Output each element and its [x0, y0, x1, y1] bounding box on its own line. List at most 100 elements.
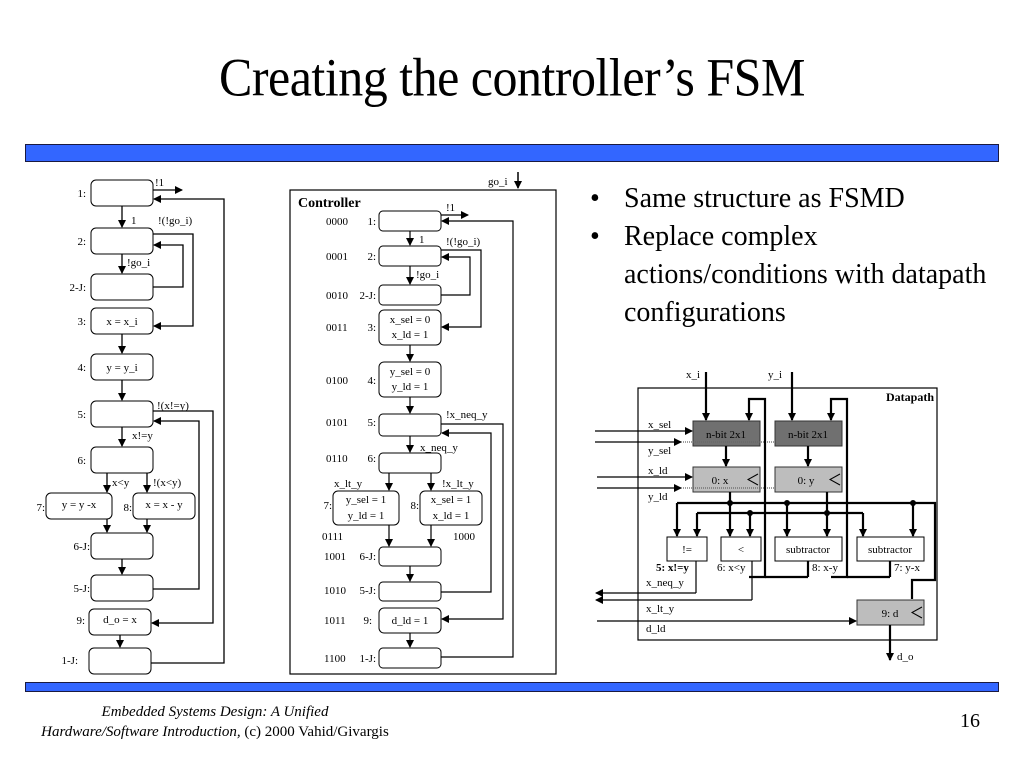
fsmd-state-6: 6:	[77, 446, 154, 474]
state-label: 2-J:	[70, 282, 87, 294]
diagram-text: 9:	[363, 615, 372, 627]
state-label: 5-J:	[74, 583, 91, 595]
diagram-text: n-bit 2x1	[788, 429, 828, 441]
state-label: 1-J:	[62, 655, 79, 667]
fsmd-state-6j: 6-J:	[74, 532, 154, 560]
slide-title: Creating the controller’s FSM	[219, 46, 805, 108]
diagram-text: 5-J:	[360, 585, 377, 597]
state-action: y = y_i	[106, 362, 137, 374]
diagram-text: x_ld = 1	[392, 329, 429, 341]
diagram-text: !=	[682, 544, 692, 556]
transition-label: x<y	[112, 477, 130, 489]
fsmd-diagram: 1: 2: 2-J: 3: x = x_i 4: y = y_i 5: 6: 7…	[36, 177, 225, 675]
ctrl-state-1011: 1011 9: d_ld = 1	[324, 607, 442, 634]
bottom-divider-bar	[25, 682, 999, 692]
input-label-x: x_i	[686, 369, 700, 381]
diagram-text: 0000	[326, 216, 349, 228]
diagram-text: y_sel	[648, 445, 671, 457]
bullet-list: •Same structure as FSMD •Replace complex…	[590, 180, 1010, 332]
diagram-text: 3:	[367, 322, 376, 334]
transition-label: !(x!=y)	[157, 400, 189, 412]
diagram-text: x_ld = 1	[433, 510, 470, 522]
controller-title: Controller	[298, 196, 361, 211]
output-label: d_o	[897, 651, 914, 663]
state-label: 9:	[76, 615, 85, 627]
diagram-text: 1-J:	[360, 653, 377, 665]
book-title-line1: Embedded Systems Design: A Unified	[101, 704, 329, 720]
state-label: 4:	[77, 362, 86, 374]
register-y	[774, 466, 843, 493]
state-label: 6:	[77, 455, 86, 467]
transition-label: x_neq_y	[420, 442, 458, 454]
fsmd-state-8: 8: x = x - y	[123, 492, 196, 520]
transition-label: x_lt_y	[334, 478, 363, 490]
diagram-text: 8: x-y	[812, 562, 838, 574]
fsmd-state-4: 4: y = y_i	[77, 353, 154, 381]
ctrl-state-0011: 0011 3: x_sel = 0 x_ld = 1	[326, 309, 442, 346]
state-label: 8:	[123, 502, 132, 514]
fsmd-state-2j: 2-J:	[70, 273, 154, 301]
state-label: 6-J:	[74, 541, 91, 553]
state-action: y = y -x	[62, 499, 97, 511]
diagram-text: 1011	[324, 615, 346, 627]
diagram-text: 2-J:	[360, 290, 377, 302]
state-action: d_o = x	[103, 614, 137, 626]
fsmd-state-5j: 5-J:	[74, 574, 154, 602]
transition-label: 1	[131, 215, 137, 227]
fsmd-state-1: 1:	[77, 179, 154, 207]
diagram-text: 6-J:	[360, 551, 377, 563]
top-divider-bar	[25, 144, 999, 162]
copyright: (c) 2000 Vahid/Givargis	[244, 724, 389, 740]
fsmd-state-7: 7: y = y -x	[36, 492, 113, 520]
transition-label: !go_i	[416, 269, 439, 281]
transition-label: x!=y	[132, 430, 153, 442]
diagram-text: x_lt_y	[646, 603, 675, 615]
diagram-text: 0: x	[712, 475, 729, 487]
subtractor-x-y	[774, 536, 843, 562]
transition-label: !(!go_i)	[158, 215, 193, 227]
diagram-text: y_sel = 0	[390, 366, 431, 378]
diagram-text: x_sel = 1	[431, 494, 471, 506]
page-number: 16	[960, 710, 980, 732]
transition-label: !x_lt_y	[442, 478, 474, 490]
transition-label: !1	[446, 202, 455, 214]
state-label: 7:	[36, 502, 45, 514]
datapath-diagram: Datapath x_i y_i n-bit 2x1 n-bit 2x1 0: …	[595, 369, 938, 663]
diagram-text: x_sel = 0	[390, 314, 431, 326]
diagram-text: 0011	[326, 322, 348, 334]
transition-label: 1	[419, 234, 425, 246]
book-title-line2: Hardware/Software Introduction,	[41, 724, 241, 740]
comparator-lt	[720, 536, 762, 562]
diagram-text: 7:	[323, 500, 332, 512]
datapath-title: Datapath	[886, 390, 934, 404]
diagram-text: 1010	[324, 585, 347, 597]
diagram-text: 6: x<y	[717, 562, 746, 574]
bullet-item: •Same structure as FSMD	[590, 183, 905, 214]
diagram-text: d_ld = 1	[392, 615, 429, 627]
diagram-text: y_ld = 1	[392, 381, 429, 393]
diagram-text: y_sel = 1	[346, 494, 386, 506]
diagram-text: y_ld = 1	[348, 510, 385, 522]
diagram-text: 0: y	[798, 475, 815, 487]
state-action: x = x - y	[145, 499, 183, 511]
diagram-text: n-bit 2x1	[706, 429, 746, 441]
fsmd-state-2: 2:	[77, 227, 154, 255]
diagram-text: 7: y-x	[894, 562, 920, 574]
diagram-text: 4:	[367, 375, 376, 387]
go-input-label: go_i	[488, 176, 508, 188]
transition-label: !x_neq_y	[446, 409, 488, 421]
diagram-text: 5:	[367, 417, 376, 429]
fsmd-state-9: 9: d_o = x	[76, 608, 152, 636]
diagram-text: 0001	[326, 251, 348, 263]
transition-label: !(!go_i)	[446, 236, 481, 248]
fsmd-state-3: 3: x = x_i	[77, 307, 154, 335]
transition-label: !(x<y)	[153, 477, 182, 489]
